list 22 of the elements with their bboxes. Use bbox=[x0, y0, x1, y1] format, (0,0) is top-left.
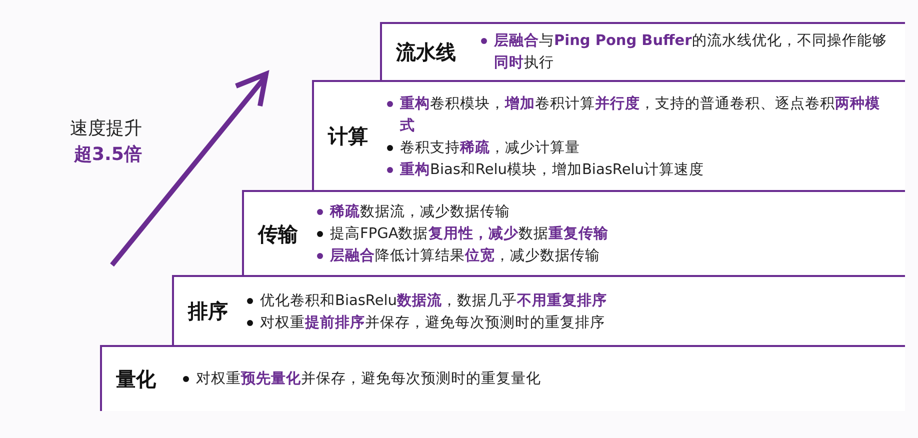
bullet-text: 稀疏数据流，减少数据传输 bbox=[316, 201, 887, 223]
bullet-text: 重构Bias和Relu模块，增加BiasRelu计算速度 bbox=[386, 158, 887, 180]
step-title: 传输 bbox=[258, 222, 298, 246]
bullet-text: 对权重预先量化并保存，避免每次预测时的重复量化 bbox=[182, 368, 887, 390]
stair-step bbox=[172, 275, 905, 346]
bullet-text: 重构卷积模块，增加卷积计算并行度，支持的普通卷积、逐点卷积两种模式 bbox=[386, 92, 887, 136]
stair-step bbox=[312, 80, 905, 191]
step-title: 流水线 bbox=[396, 40, 456, 64]
speedup-label: 速度提升 bbox=[70, 117, 142, 140]
stair-step bbox=[100, 345, 905, 411]
step-title: 排序 bbox=[188, 299, 228, 323]
step-title: 量化 bbox=[116, 366, 156, 390]
bullet-text: 对权重提前排序并保存，避免每次预测时的重复排序 bbox=[246, 312, 887, 334]
bullet-text: 卷积支持稀疏，减少计算量 bbox=[386, 136, 887, 158]
bullet-text: 层融合与Ping Pong Buffer的流水线优化，不同操作能够同时执行 bbox=[480, 30, 887, 74]
stair-step bbox=[380, 22, 905, 80]
bullet-text: 提高FPGA数据复用性，减少数据重复传输 bbox=[316, 223, 887, 245]
speedup-value: 超3.5倍 bbox=[74, 143, 142, 166]
step-title: 计算 bbox=[328, 124, 368, 148]
bullet-text: 优化卷积和BiasRelu数据流，数据几乎不用重复排序 bbox=[246, 290, 887, 312]
bullet-text: 层融合降低计算结果位宽，减少数据传输 bbox=[316, 245, 887, 267]
stair-step bbox=[242, 190, 905, 276]
